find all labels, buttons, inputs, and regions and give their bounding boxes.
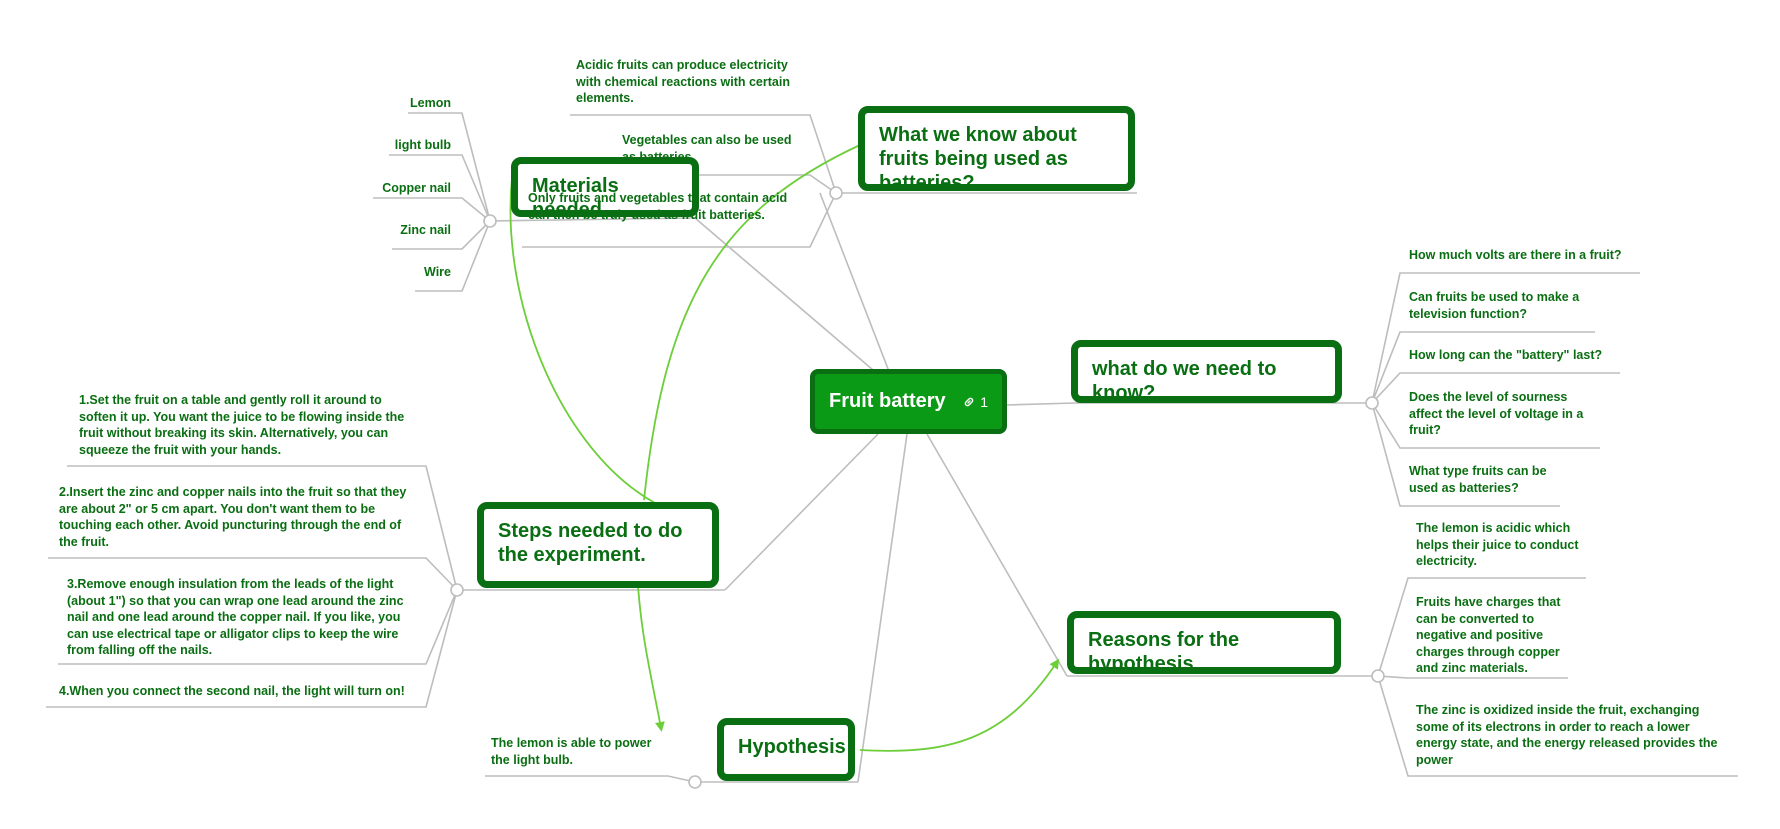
know-item-2[interactable]: Vegetables can also be used as batteries…	[622, 133, 792, 164]
topic-materials-needed-label: Materials needed	[532, 175, 619, 221]
topic-hypothesis[interactable]: Hypothesis	[717, 718, 855, 781]
connector-central-hypothesis	[857, 433, 908, 783]
branch-need-3	[1371, 372, 1620, 404]
topic-hypothesis-label: Hypothesis	[738, 736, 846, 758]
need-item-3[interactable]: How long can the "battery" last?	[1409, 348, 1603, 362]
materials-item-light-bulb[interactable]: light bulb	[394, 138, 451, 152]
branch-need-1	[1371, 272, 1640, 404]
link-count: 1	[980, 393, 988, 410]
branch-know-1	[570, 114, 837, 194]
reasons-item-2[interactable]: Fruits have charges that can be converte…	[1416, 595, 1561, 675]
connector-central-reasons	[926, 433, 1068, 677]
materials-item-zinc-nail[interactable]: Zinc nail	[400, 223, 451, 237]
branch-need-5	[1371, 402, 1560, 507]
relationship-steps-know	[643, 144, 861, 501]
branch-materials-1	[408, 112, 491, 222]
steps-item-2[interactable]: 2.Insert the zinc and copper nails into …	[59, 485, 407, 549]
connector-lines	[46, 112, 1738, 783]
need-item-4[interactable]: Does the level of sourness affect the le…	[1409, 390, 1584, 437]
reasons-item-1[interactable]: The lemon is acidic which helps their ju…	[1416, 521, 1579, 568]
relationship-steps-hypothesis	[637, 585, 665, 732]
link-badge[interactable]: 1	[962, 394, 988, 410]
connector-central-need	[1004, 402, 1076, 406]
collapse-handle-reasons[interactable]	[1371, 669, 1385, 683]
steps-item-4[interactable]: 4.When you connect the second nail, the …	[59, 684, 405, 698]
topic-what-do-we-need-to-know[interactable]: what do we need to know?	[1071, 340, 1342, 404]
branch-need-2	[1371, 331, 1595, 404]
branch-hypothesis-1	[485, 775, 696, 783]
need-item-2[interactable]: Can fruits be used to make a television …	[1409, 290, 1580, 321]
collapse-handle-hypothesis[interactable]	[688, 775, 702, 789]
underline-materials	[489, 217, 696, 222]
branch-steps-2	[48, 557, 458, 591]
relationship-lines	[509, 144, 1060, 752]
topic-steps-needed[interactable]: Steps needed to do the experiment.	[477, 502, 719, 588]
steps-item-1[interactable]: 1.Set the fruit on a table and gently ro…	[79, 393, 405, 457]
branch-materials-4	[392, 220, 491, 250]
branch-reasons-1	[1377, 577, 1586, 677]
branch-materials-2	[389, 154, 491, 222]
topic-what-do-we-need-to-know-label: what do we need to know?	[1092, 358, 1277, 404]
materials-item-lemon[interactable]: Lemon	[410, 96, 451, 110]
know-item-1[interactable]: Acidic fruits can produce electricity wi…	[576, 58, 790, 105]
reasons-item-3[interactable]: The zinc is oxidized inside the fruit, e…	[1416, 703, 1718, 767]
need-item-1[interactable]: How much volts are there in a fruit?	[1409, 248, 1622, 262]
collapse-handles	[450, 186, 1385, 789]
connector-central-steps	[724, 433, 879, 591]
collapse-handle-materials[interactable]	[483, 214, 497, 228]
central-topic-label: Fruit battery	[829, 390, 946, 412]
topic-reasons-for-hypothesis-label: Reasons for the hypothesis	[1088, 629, 1240, 675]
branch-steps-1	[67, 465, 458, 591]
collapse-handle-know[interactable]	[829, 186, 843, 200]
know-item-3[interactable]: Only fruits and vegetables that contain …	[528, 191, 788, 222]
materials-item-copper-nail[interactable]: Copper nail	[382, 181, 451, 195]
branch-reasons-2	[1377, 675, 1568, 679]
relationship-steps-materials	[509, 177, 656, 504]
steps-item-3[interactable]: 3.Remove enough insulation from the lead…	[67, 577, 404, 657]
topic-what-we-know-label: What we know about fruits being used as …	[879, 124, 1077, 194]
branch-reasons-3	[1377, 675, 1738, 777]
topic-steps-needed-label: Steps needed to do the experiment.	[498, 520, 683, 566]
connector-central-materials	[694, 217, 874, 371]
materials-item-wire[interactable]: Wire	[424, 265, 451, 279]
branch-know-3	[522, 192, 837, 248]
branch-materials-3	[373, 197, 491, 222]
collapse-handle-need[interactable]	[1365, 396, 1379, 410]
central-topic[interactable]: Fruit battery 1	[810, 369, 1007, 434]
branch-need-4	[1371, 402, 1600, 449]
need-item-5[interactable]: What type fruits can be used as batterie…	[1409, 464, 1547, 495]
branch-materials-5	[415, 220, 491, 292]
branch-steps-4	[46, 589, 458, 708]
topic-materials-needed[interactable]: Materials needed	[511, 157, 699, 221]
hypothesis-item-1[interactable]: The lemon is able to power the light bul…	[491, 736, 652, 767]
relationship-hypothesis-reasons	[859, 658, 1060, 752]
collapse-handle-steps[interactable]	[450, 583, 464, 597]
topic-what-we-know[interactable]: What we know about fruits being used as …	[858, 106, 1135, 194]
link-icon	[964, 397, 974, 406]
topic-reasons-for-hypothesis[interactable]: Reasons for the hypothesis	[1067, 611, 1341, 675]
branch-steps-3	[58, 589, 458, 665]
